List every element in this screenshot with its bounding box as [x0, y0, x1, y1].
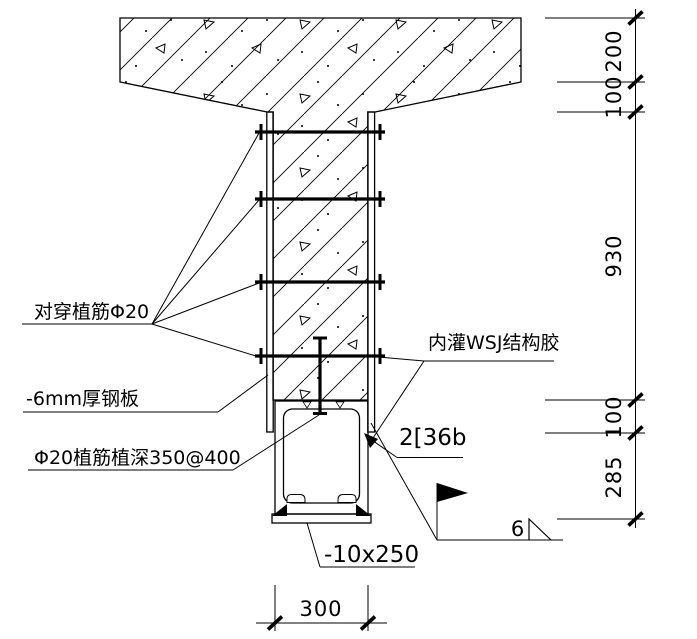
dim-200: 200: [602, 29, 626, 72]
callout-planted-rebar: Φ20植筋植深350@400: [34, 447, 241, 469]
dim-930: 930: [602, 234, 626, 277]
weld-symbol: 6: [370, 422, 563, 541]
dimension-ticks-bottom: [266, 615, 377, 631]
through-rebars: [255, 124, 385, 415]
channel-leader-arrowhead: [364, 433, 378, 448]
weld-fillet-right: [356, 504, 371, 516]
bottom-dimension: 300: [256, 585, 387, 631]
channel-toe-notch-right: [335, 401, 345, 409]
dim-285: 285: [602, 455, 626, 498]
dimension-ticks-right: [627, 10, 644, 527]
callout-underlines: [22, 323, 554, 568]
right-steel-plate: [367, 111, 376, 433]
callout-channels: 2[36b: [399, 425, 466, 451]
callout-bottom-plate: -10x250: [324, 542, 419, 568]
callout-structural-adhesive: 内灌WSJ结构胶: [428, 332, 559, 354]
field-weld-flag-icon: [437, 483, 468, 502]
weld-leader: [370, 422, 438, 541]
channel-toe-notch-left: [302, 401, 312, 409]
weld-size-text: 6: [511, 517, 525, 541]
channel-assembly: [271, 400, 372, 524]
fillet-weld-icon: [528, 517, 552, 541]
extension-lines-right: [545, 17, 645, 520]
callout-through-rebar: 对穿植筋Φ20: [34, 301, 149, 323]
dim-100-upper: 100: [602, 75, 626, 118]
channel-toe-lip-right: [337, 494, 357, 503]
weld-fillet-left: [272, 504, 287, 516]
dim-100-lower: 100: [602, 395, 626, 438]
dim-300: 300: [299, 597, 342, 621]
right-dimension-chain: 200 100 930 100 285: [545, 9, 645, 528]
leader-lines: [151, 132, 425, 568]
bottom-steel-plate: [271, 513, 372, 524]
rebar-end-ticks: [259, 124, 382, 364]
side-steel-plates: [266, 111, 376, 433]
channel-cavity: [282, 408, 361, 504]
callout-steel-plate: -6mm厚钢板: [26, 388, 139, 410]
concrete-aggregate-fill: [120, 18, 521, 400]
channel-toe-lip-left: [286, 494, 306, 503]
left-steel-plate: [266, 111, 274, 433]
